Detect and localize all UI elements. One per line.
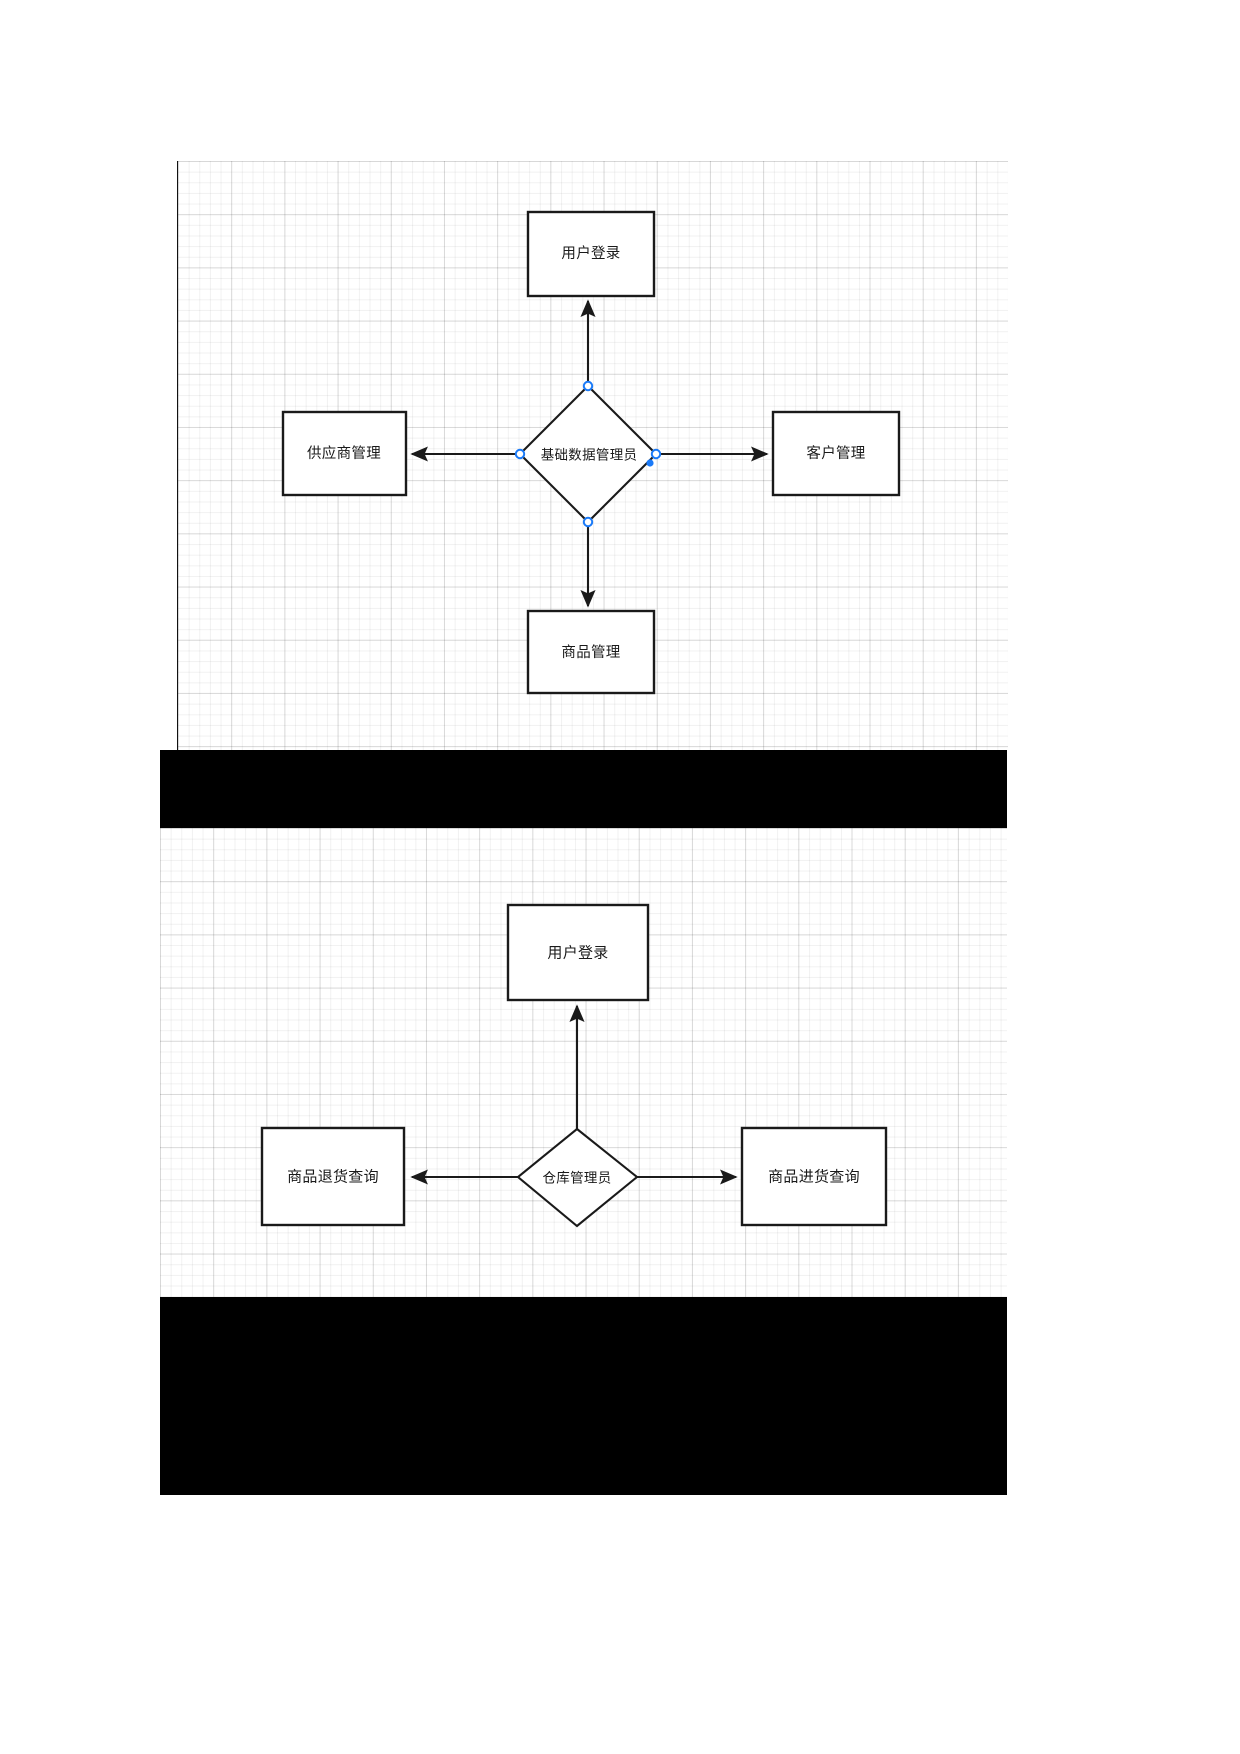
actor-label-warehouse-admin: 仓库管理员 (542, 1170, 612, 1186)
diagram-2-canvas (160, 828, 1007, 1297)
node-label-return-query: 商品退货查询 (287, 1168, 379, 1186)
node-label-user-login-2: 用户登录 (547, 944, 609, 962)
node-label-user-login: 用户登录 (561, 245, 621, 262)
actor-label-base-data-admin: 基础数据管理员 (540, 447, 638, 463)
node-label-purchase-query: 商品进货查询 (768, 1168, 860, 1186)
node-label-customer-mgmt: 客户管理 (806, 445, 866, 462)
node-label-supplier-mgmt: 供应商管理 (307, 445, 381, 462)
page-separator-band-2 (160, 1297, 1007, 1495)
page-separator-band-1 (160, 750, 1007, 828)
node-label-product-mgmt: 商品管理 (561, 644, 621, 661)
